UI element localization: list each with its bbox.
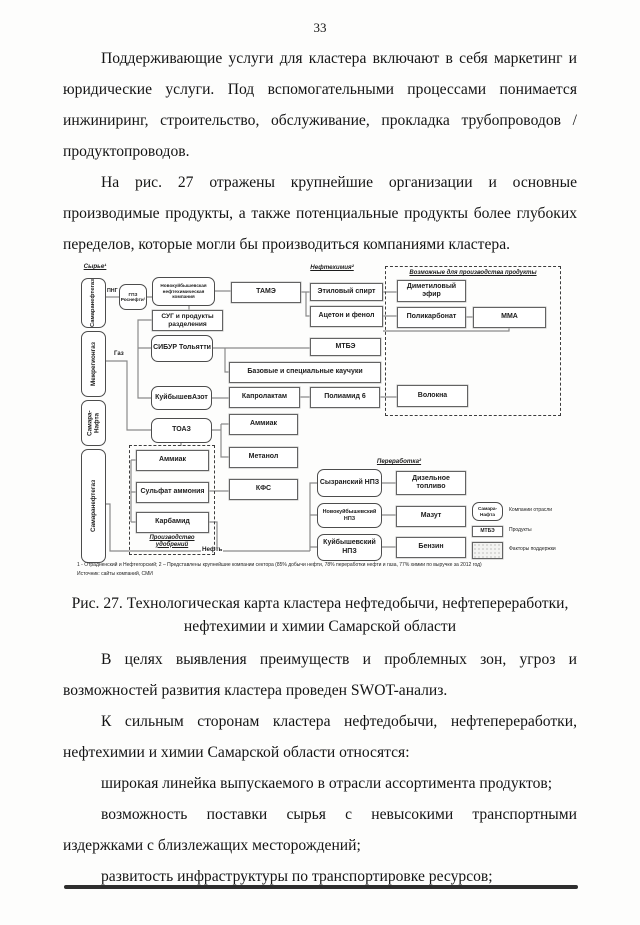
product-kfs: КФС [229,479,298,500]
product-sug: СУГ и продукты разделения [152,310,223,331]
section-header-possible-products: Возможные для производства продукты [409,270,537,276]
legend-company-label: Компании отрасли [509,507,553,513]
scan-artifact-bar [64,885,578,889]
product-urea: Карбамид [136,512,209,533]
product-ammonia-fert: Аммиак [136,450,209,471]
figure-footnote: 1 - Отрадненский и Нефтегорский; 2 – Пре… [77,562,482,568]
product-ethyl-spirit: Этиловый спирт [310,283,383,301]
list-item-product-range: широкая линейка выпускаемого в отрасли а… [101,775,553,792]
product-ammonia: Аммиак [229,414,298,435]
product-tame: ТАМЭ [231,282,301,303]
paragraph-strengths-intro: К сильным сторонам кластера нефтедобычи,… [63,713,577,761]
paragraph-swot: В целях выявления преимуществ и проблемн… [63,651,577,699]
product-rubbers: Базовые и специальные каучуки [229,362,381,383]
company-mezhregiongaz: Межрегионгаз [81,331,106,397]
legend-company-sample: Самара-Нафта [472,502,503,521]
legend-support-label: Факторы поддержки [509,546,556,552]
figure-source: Источник: сайты компаний, СМИ [77,571,153,577]
paragraph-fig27-intro: На рис. 27 отражены крупнейшие организац… [63,174,577,253]
list-item-infrastructure: развитость инфраструктуры по транспортир… [101,868,493,885]
company-sibur-tolyatti: СИБУР Тольятти [151,335,213,362]
company-gpz-rosneft: ГПЗ Роснефти¹ [119,284,147,310]
company-samaraneftegaz-bottom: Самаранефтегаз [81,449,106,563]
company-novokuibyshevsk-petrochemical: Новокуйбышевская нефтехимическая компани… [152,277,215,306]
document-page: 33 Поддерживающие услуги для кластера вк… [0,20,640,892]
section-header-raw-materials: Сырье¹ [83,263,107,270]
legend-product-label: Продукты [509,527,532,533]
technology-map-diagram: Сырье¹ Нефтехимия² Переработка² ПНГ Газ … [77,263,569,563]
company-novokuibyshev-npz: Новокуйбышевский НПЗ [317,503,382,528]
figure-27: Сырье¹ Нефтехимия² Переработка² ПНГ Газ … [77,263,571,582]
legend-support-sample [472,542,503,559]
product-acetone-phenol: Ацетон и фенол [310,306,383,327]
product-dme: Диметиловый эфир [397,280,466,302]
legend-product-sample: МТБЭ [472,526,503,537]
paragraph-supporting-services: Поддерживающие услуги для кластера включ… [63,50,577,160]
product-caprolactam: Капролактам [229,387,300,408]
label-gas: Газ [113,351,125,357]
label-png: ПНГ [106,288,119,295]
product-benzin: Бензин [396,537,466,558]
company-samara-nafta: Самара-Нафта [81,400,106,446]
region-fertilizers [129,445,215,555]
company-kuibyshev-npz: Куйбышевский НПЗ [317,534,382,561]
product-diesel: Дизельное топливо [396,471,466,495]
figure-caption: Рис. 27. Технологическая карта кластера … [71,595,569,635]
company-toaz: ТОАЗ [151,418,212,443]
product-mazut: Мазут [396,506,466,527]
section-header-fertilizer-production: Производство удобрений [149,535,195,548]
label-oil: Нефть [201,546,224,554]
list-item-raw-supply: возможность поставки сырья с невысокими … [63,806,577,854]
product-ammonium-sulfate: Сульфат аммония [136,482,209,503]
product-polycarbonate: Поликарбонат [397,307,466,328]
region-possible-products [385,266,561,416]
section-header-refining: Переработка² [376,458,422,465]
product-fibers: Волокна [397,385,468,407]
company-samaraneftegaz-top: Самаранефтегаз [81,278,106,328]
company-syzran-npz: Сызранский НПЗ [317,469,382,497]
company-kuibyshevazot: КуйбышевАзот [151,386,212,410]
section-header-petrochemistry: Нефтехимия² [310,264,354,271]
product-polyamide6: Полиамид 6 [310,387,380,408]
page-number: 33 [313,20,327,35]
diagram-connectors [106,290,510,552]
product-methanol: Метанол [229,447,298,468]
product-mma: ММА [473,307,546,328]
product-mtbe: МТБЭ [310,338,381,356]
